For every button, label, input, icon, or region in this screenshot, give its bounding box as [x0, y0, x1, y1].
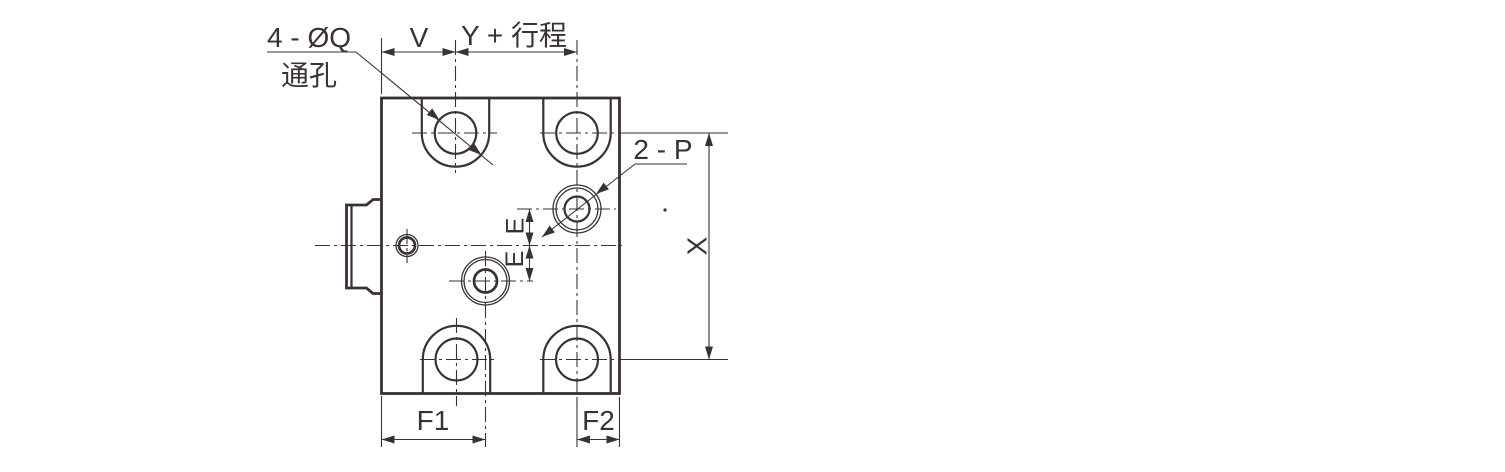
- dim-label-f1: F1: [417, 405, 450, 436]
- leader-port-callout: [541, 163, 687, 238]
- leader-arrow: [542, 225, 555, 237]
- dimension-lines: [381, 48, 713, 444]
- dim-label-x: X: [681, 236, 712, 255]
- leader-hole-callout: [267, 51, 494, 166]
- hole-callout-text-line1: 4 - ØQ: [267, 22, 351, 53]
- leader-arrow: [468, 143, 482, 155]
- counterbore-slot: [420, 98, 491, 168]
- leader-arrow: [596, 182, 609, 194]
- dim-label-e-lower: E: [501, 251, 529, 268]
- left-boss-outline: [345, 198, 382, 295]
- counterbore-slot: [542, 98, 612, 168]
- centerlines: [315, 40, 628, 447]
- dot-mark: [663, 208, 667, 212]
- counterbore-slot: [542, 324, 612, 394]
- hole-callout-text-line2: 通孔: [281, 60, 337, 91]
- dim-label-e-upper: E: [501, 218, 529, 235]
- leader-line: [541, 163, 636, 238]
- dim-label-v: V: [410, 22, 429, 53]
- labels: 4 - ØQ 通孔 V Y + 行程 2 - P E E X F1 F2: [267, 20, 712, 436]
- leader-arrow: [426, 108, 440, 120]
- port-callout-text: 2 - P: [633, 134, 692, 165]
- dim-label-y-stroke: Y + 行程: [461, 20, 567, 51]
- leader-line: [355, 51, 494, 166]
- dim-label-f2: F2: [582, 405, 615, 436]
